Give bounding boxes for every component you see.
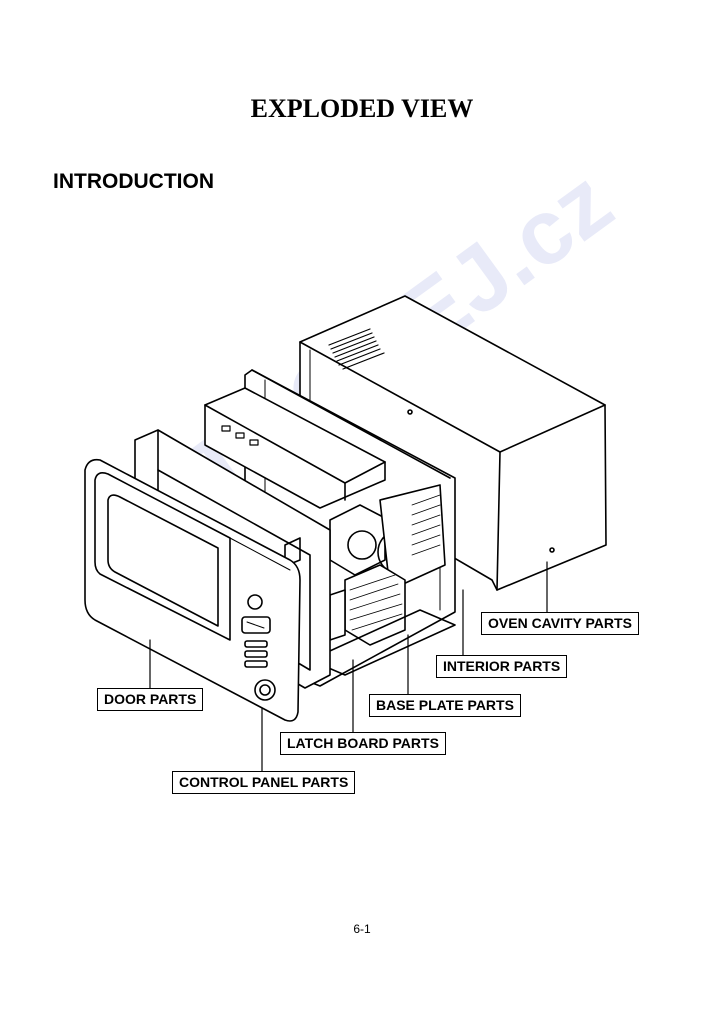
page-title: EXPLODED VIEW — [250, 94, 474, 123]
oven-cavity-parts-label: OVEN CAVITY PARTS — [481, 612, 639, 635]
leader-lines — [149, 561, 548, 772]
latch-board-parts-label: LATCH BOARD PARTS — [280, 732, 446, 755]
page-number: 6-1 — [353, 922, 371, 936]
base-plate-parts-label: BASE PLATE PARTS — [369, 694, 521, 717]
section-heading: INTRODUCTION — [53, 170, 214, 193]
interior-parts-label: INTERIOR PARTS — [436, 655, 568, 678]
control-panel-parts-label: CONTROL PANEL PARTS — [172, 771, 356, 794]
door-parts-label: DOOR PARTS — [97, 688, 204, 711]
oven-cabinet-illustration — [299, 295, 607, 591]
door-illustration — [84, 458, 301, 722]
